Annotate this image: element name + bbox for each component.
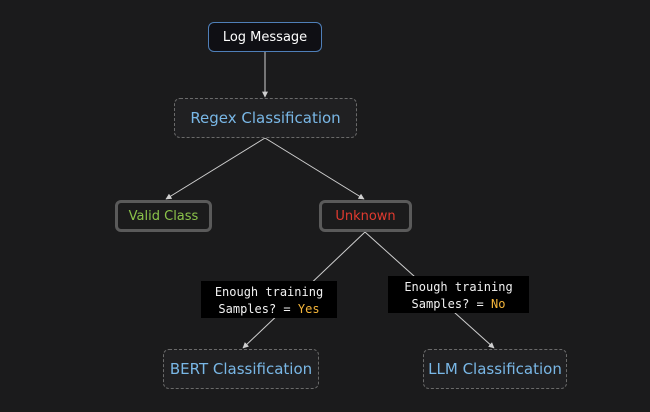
edge-label-yes-line2: Samples? = Yes: [209, 301, 329, 318]
edge-label-yes-prefix: Samples? =: [218, 302, 298, 316]
edge-regex-to-unknown: [264, 137, 365, 200]
edge-label-yes-answer: Yes: [297, 302, 320, 316]
edge-label-yes-line1: Enough training: [214, 285, 324, 299]
llm-classification-label: LLM Classification: [428, 360, 562, 378]
bert-classification-label: BERT Classification: [169, 360, 313, 378]
valid-class-label: Valid Class: [128, 208, 199, 224]
log-message-node: Log Message: [208, 22, 322, 52]
regex-classification-label: Regex Classification: [190, 109, 341, 127]
llm-classification-node: LLM Classification: [423, 349, 567, 389]
edge-regex-to-valid: [165, 137, 266, 200]
edge-label-no: Enough training Samples? = No: [388, 276, 529, 313]
edge-label-no-line1: Enough training: [404, 280, 513, 294]
valid-class-node: Valid Class: [115, 200, 212, 232]
regex-classification-node: Regex Classification: [174, 98, 357, 138]
edge-label-yes: Enough training Samples? = Yes: [201, 281, 337, 318]
edge-label-no-line2: Samples? = No: [396, 296, 521, 313]
edge-label-no-answer: No: [491, 297, 506, 311]
edge-label-no-prefix: Samples? =: [411, 297, 492, 311]
bert-classification-node: BERT Classification: [163, 349, 319, 389]
unknown-label: Unknown: [335, 208, 396, 224]
log-message-label: Log Message: [222, 29, 308, 45]
unknown-node: Unknown: [319, 200, 412, 232]
